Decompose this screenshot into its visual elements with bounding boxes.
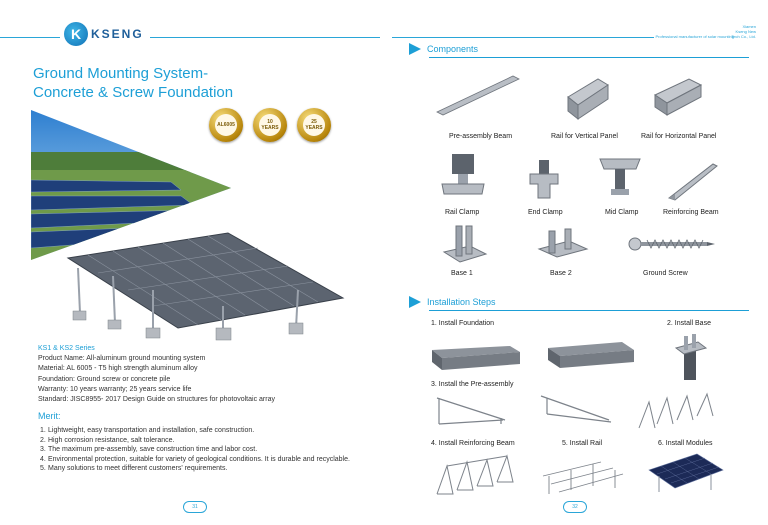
- base-2-image: [537, 228, 589, 258]
- product-specs: KS1 & KS2 Series Product Name: All-alumi…: [38, 344, 275, 405]
- spec-line: Warranty: 10 years warranty; 25 years se…: [38, 385, 192, 393]
- merit-number: 5.: [40, 465, 46, 473]
- step-label: 6. Install Modules: [658, 440, 713, 447]
- components-heading: Components: [427, 44, 479, 54]
- merit-text: Many solutions to meet different custome…: [48, 465, 228, 473]
- merit-number: 4.: [40, 455, 46, 463]
- component-label: Rail Clamp: [445, 209, 480, 216]
- logo-mark: K: [64, 22, 88, 46]
- component-label: Rail for Vertical Panel: [551, 133, 618, 140]
- section-arrow-icon: [409, 43, 421, 55]
- seal-material-text: AL6005: [215, 114, 237, 136]
- list-item: 5.Many solutions to meet different custo…: [40, 464, 365, 474]
- pre-assembly-step-image-3: [638, 392, 714, 429]
- end-clamp-image: [529, 160, 559, 199]
- series-name: KS1 & KS2 Series: [38, 345, 95, 352]
- spec-line: Standard: JISC8955- 2017 Design Guide on…: [38, 396, 275, 404]
- title-line-1: Ground Mounting System-: [33, 65, 209, 82]
- spec-line: Product Name: All-aluminum ground mounti…: [38, 355, 206, 363]
- spec-line: Material: AL 6005 - T5 high strength alu…: [38, 365, 198, 373]
- list-item: 1.Lightweight, easy transportation and i…: [40, 426, 365, 436]
- merit-text: Lightweight, easy transportation and ins…: [48, 427, 255, 434]
- merit-number: 1.: [40, 427, 46, 434]
- logo-wordmark: KSENG: [91, 27, 144, 41]
- header-line-3: Tech Co., Ltd.: [731, 34, 756, 39]
- component-label: Mid Clamp: [605, 209, 639, 216]
- merit-text: The maximum pre-assembly, save construct…: [48, 446, 258, 454]
- certification-seals: AL6005 10 YEARS 25 YEARS: [209, 108, 331, 142]
- header-line-1: Xiamen: [742, 24, 756, 29]
- header-line-2: Kseng New: [735, 29, 756, 34]
- components-section-header: Components: [409, 43, 478, 55]
- step-label: 5. Install Rail: [562, 440, 603, 447]
- list-item: 4.Environmental protection, suitable for…: [40, 455, 365, 465]
- title-line-2: Concrete & Screw Foundation: [33, 84, 234, 101]
- base-1-image: [442, 225, 488, 263]
- component-label: Rail for Horizontal Panel: [641, 133, 717, 140]
- step-label: 2. Install Base: [667, 320, 711, 327]
- page-number-right: 32: [563, 501, 587, 513]
- seal-service-life-icon: 25 YEARS: [297, 108, 331, 142]
- components-rule: [429, 57, 749, 58]
- installation-section-header: Installation Steps: [409, 296, 496, 308]
- merit-text: High corrosion resistance, salt toleranc…: [48, 436, 175, 444]
- merit-list: 1.Lightweight, easy transportation and i…: [40, 426, 365, 474]
- list-item: 2.High corrosion resistance, salt tolera…: [40, 436, 365, 446]
- component-label: End Clamp: [528, 209, 563, 216]
- installation-heading: Installation Steps: [427, 297, 496, 307]
- merit-number: 2.: [40, 436, 46, 444]
- ground-mount-rack-illustration: [66, 232, 345, 341]
- spec-line: Foundation: Ground screw or concrete pil…: [38, 375, 171, 383]
- header-rule-center-right: [392, 37, 654, 38]
- reinforcing-beam-image: [667, 163, 718, 201]
- seal-warranty-text: 10 YEARS: [259, 114, 281, 136]
- step-label: 4. Install Reinforcing Beam: [431, 440, 515, 447]
- merit-number: 3.: [40, 446, 46, 454]
- header-company-block: Xiamen Kseng New Tech Co., Ltd. Professi…: [656, 24, 756, 39]
- seal-material-icon: AL6005: [209, 108, 243, 142]
- component-label: Ground Screw: [643, 270, 688, 277]
- component-label: Reinforcing Beam: [663, 209, 719, 216]
- company-logo: K KSENG: [64, 22, 144, 46]
- pre-assembly-beam-image: [436, 75, 520, 116]
- installation-rule: [429, 310, 749, 311]
- base-install-image: [674, 334, 708, 380]
- component-label: Base 2: [550, 270, 572, 277]
- header-rule-center-left: [150, 37, 380, 38]
- seal-service-life-text: 25 YEARS: [303, 114, 325, 136]
- rail-clamp-image: [441, 154, 485, 195]
- mid-clamp-image: [599, 158, 641, 195]
- merit-text: Environmental protection, suitable for v…: [48, 455, 350, 463]
- rail-horizontal-image: [653, 78, 703, 116]
- step-label: 3. Install the Pre-assembly: [431, 381, 514, 388]
- foundation-block-image-1: [432, 346, 520, 370]
- page-number-left: 31: [183, 501, 207, 513]
- pre-assembly-step-image-2: [540, 395, 612, 423]
- header-rule-left: [0, 37, 60, 38]
- merit-heading: Merit:: [38, 411, 61, 421]
- page-title: Ground Mounting System- Concrete & Screw…: [33, 64, 233, 102]
- modules-step-image: [648, 453, 724, 492]
- reinforcing-beam-step-image: [436, 454, 514, 495]
- ground-screw-image: [628, 237, 715, 251]
- foundation-block-image-2: [548, 342, 634, 368]
- list-item: 3.The maximum pre-assembly, save constru…: [40, 445, 365, 455]
- rail-step-image: [542, 461, 624, 494]
- header-tagline: Professional manufacturer of solar mount…: [655, 34, 734, 39]
- section-arrow-icon: [409, 296, 421, 308]
- step-label: 1. Install Foundation: [431, 320, 495, 327]
- component-label: Pre-assembly Beam: [449, 133, 513, 140]
- rail-vertical-image: [567, 78, 609, 121]
- seal-warranty-icon: 10 YEARS: [253, 108, 287, 142]
- component-label: Base 1: [451, 270, 473, 277]
- pre-assembly-step-image: [436, 397, 506, 425]
